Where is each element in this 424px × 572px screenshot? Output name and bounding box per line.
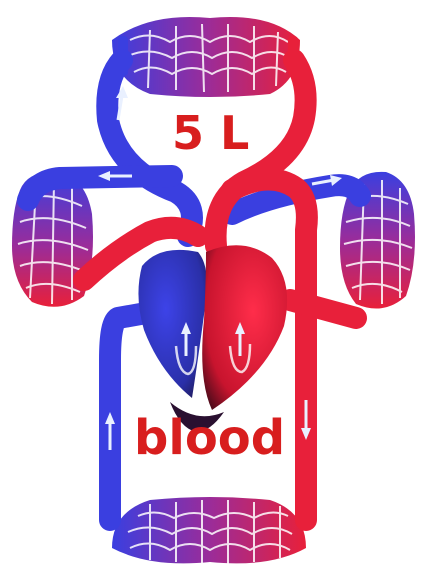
heart-icon <box>138 245 287 432</box>
capillary-bed-bottom <box>112 497 306 564</box>
capillary-bed-top <box>112 17 300 97</box>
volume-label: 5 L <box>172 110 249 156</box>
substance-label: blood <box>134 414 285 462</box>
